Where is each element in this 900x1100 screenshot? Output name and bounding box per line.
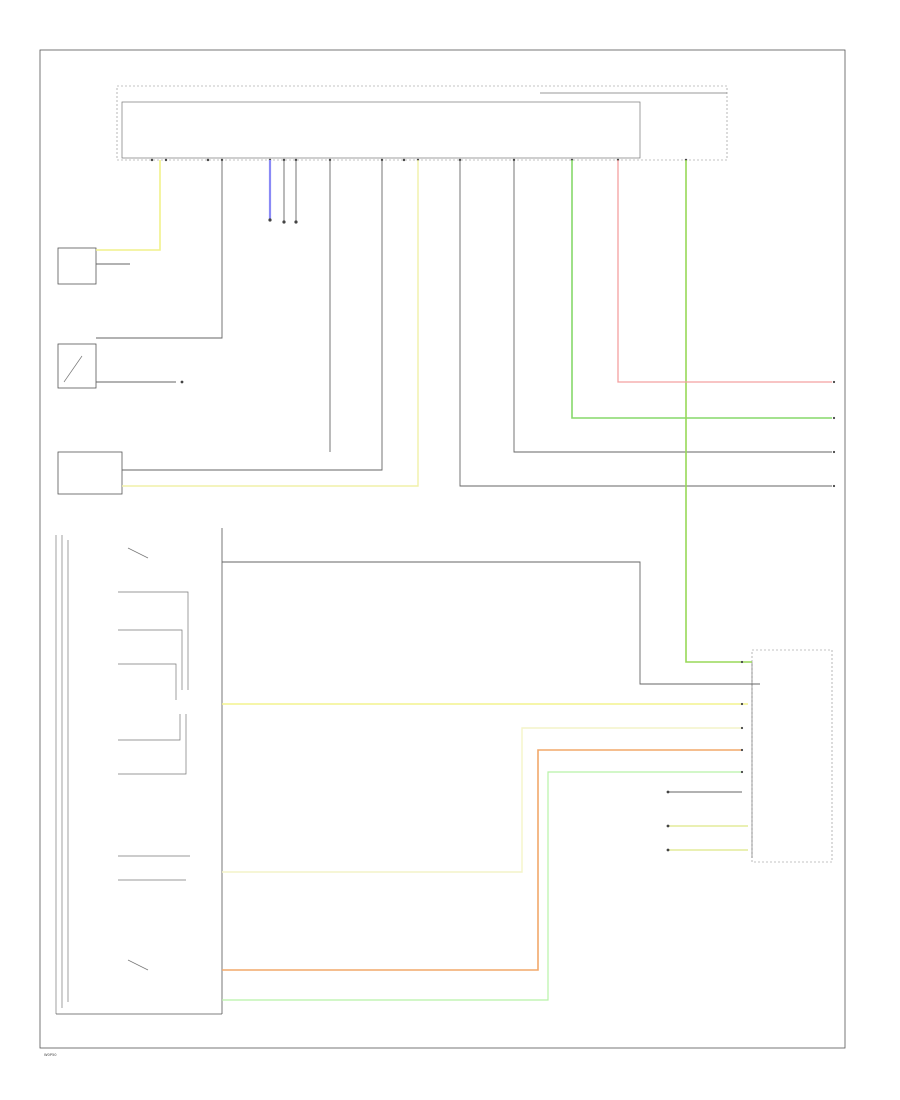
instrument-cluster [751, 649, 833, 863]
control-module [116, 85, 728, 162]
grey-wires [96, 160, 832, 793]
combination-switch [55, 528, 223, 1015]
yellow-wire-top [96, 160, 161, 251]
sensor-box-1 [57, 247, 97, 285]
green-wire-3 [685, 160, 752, 663]
orange-wire [222, 749, 742, 971]
red-wire [617, 160, 832, 383]
footer-label: W0P50 [44, 1053, 57, 1057]
green-wire-2 [571, 160, 832, 419]
yellow-wire-vsd [122, 160, 419, 487]
sensor-box-3 [57, 451, 123, 495]
right-terminals [180, 218, 836, 852]
page-frame [39, 49, 846, 1049]
green-wire-1 [222, 771, 742, 1001]
sensor-box-2 [57, 343, 97, 389]
yellow-green-short-wires [668, 825, 748, 851]
yellow-wire-light [222, 727, 742, 873]
